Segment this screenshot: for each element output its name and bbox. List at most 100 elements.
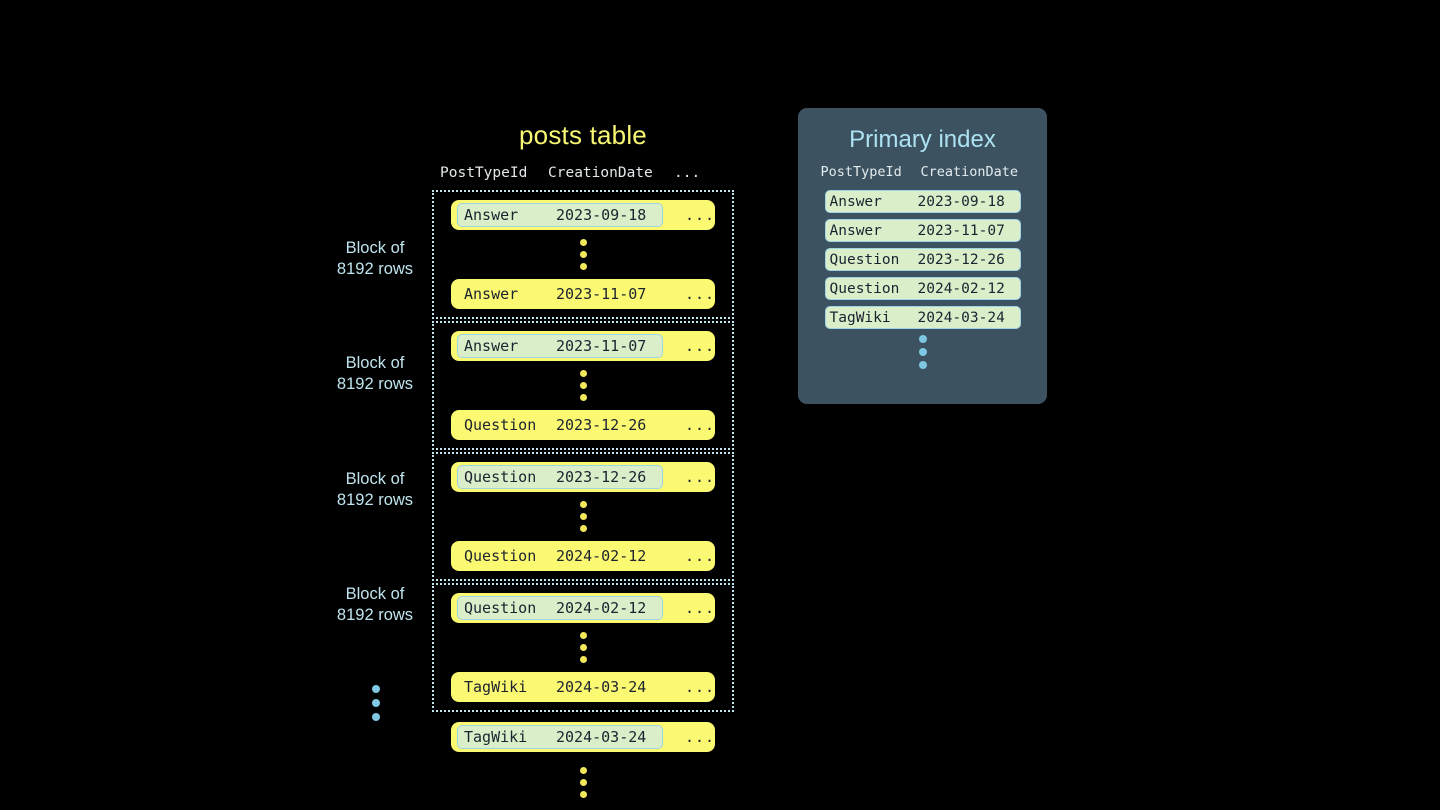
block-label-2-line2: 8192 rows (336, 491, 414, 509)
index-dot-1 (918, 335, 927, 343)
primary-index-header-row: PostTypeId CreationDate (798, 164, 1047, 180)
cell-posttypeid: Answer (464, 206, 519, 224)
cell-creationdate: 2023-11-07 (556, 337, 647, 355)
index-cell-creationdate: 2024-02-12 (917, 280, 1005, 297)
block-label-3-line1: Block of (345, 585, 405, 603)
index-dot-3 (918, 361, 927, 369)
cell-creationdate: 2024-02-12 (556, 547, 647, 565)
cell-more: ... (685, 416, 716, 434)
cell-posttypeid: Question (464, 599, 537, 617)
cell-more: ... (685, 285, 716, 303)
cell-posttypeid: Question (464, 468, 537, 486)
index-cell-creationdate: 2023-09-18 (917, 193, 1005, 210)
left-dot-1 (372, 685, 380, 693)
cell-more: ... (685, 728, 716, 746)
table-row: Answer 2023-11-07 ... (451, 331, 715, 361)
index-cell-posttypeid: Question (829, 251, 900, 268)
index-row: Question 2023-12-26 (824, 248, 1021, 271)
cell-creationdate: 2023-11-07 (556, 285, 647, 303)
block-label-0: Block of 8192 rows (300, 238, 450, 280)
primary-index-title: Primary index (849, 126, 996, 153)
left-vertical-ellipsis (348, 685, 404, 721)
table-row: Question 2023-12-26 ... (451, 462, 715, 492)
cell-posttypeid: TagWiki (464, 678, 528, 696)
cell-more: ... (685, 206, 716, 224)
posts-table-header-row: PostTypeId CreationDate ... (432, 162, 734, 184)
cell-posttypeid: Answer (464, 337, 519, 355)
table-row: TagWiki 2024-03-24 ... (451, 722, 715, 752)
block-0-row-ellipsis (434, 230, 732, 279)
primary-index-panel: Primary index PostTypeId CreationDate An… (798, 108, 1047, 404)
block-label-3-line2: 8192 rows (336, 606, 414, 624)
cell-creationdate: 2023-09-18 (556, 206, 647, 224)
index-row: Question 2024-02-12 (824, 277, 1021, 300)
row-key-cells: TagWiki 2024-03-24 (457, 725, 663, 749)
cell-more: ... (685, 599, 716, 617)
table-row: Question 2024-02-12 ... (451, 541, 715, 571)
block-3-row-ellipsis (434, 623, 732, 672)
index-header-creationdate: CreationDate (920, 164, 1019, 180)
row-key-cells: Answer 2023-09-18 (457, 203, 663, 227)
index-row: Answer 2023-09-18 (824, 190, 1021, 213)
index-row: Answer 2023-11-07 (824, 219, 1021, 242)
block-label-2: Block of 8192 rows (300, 469, 450, 511)
cell-posttypeid: Answer (464, 285, 519, 303)
table-row: Question 2024-02-12 ... (451, 593, 715, 623)
posts-table-title: posts table (519, 120, 647, 150)
index-dot-2 (918, 348, 927, 356)
block-label-1: Block of 8192 rows (300, 353, 450, 395)
block-1-row-ellipsis (434, 361, 732, 410)
block-label-2-line1: Block of (345, 470, 405, 488)
posts-table-bottom-ellipsis (432, 758, 734, 807)
index-header-posttypeid: PostTypeId (820, 164, 902, 180)
trailing-table-row-wrap: TagWiki 2024-03-24 ... (432, 722, 734, 752)
cell-posttypeid: Question (464, 547, 537, 565)
cell-creationdate: 2024-03-24 (556, 728, 647, 746)
table-block-1: Answer 2023-11-07 ... Question 2023-12-2… (432, 321, 734, 450)
table-block-2: Question 2023-12-26 ... Question 2024-02… (432, 452, 734, 581)
table-row: Answer 2023-11-07 ... (451, 279, 715, 309)
table-row: Answer 2023-09-18 ... (451, 200, 715, 230)
block-2-row-ellipsis (434, 492, 732, 541)
posts-table-section: posts table PostTypeId CreationDate ... … (432, 118, 734, 807)
primary-index-ellipsis (798, 335, 1047, 369)
posts-header-posttypeid: PostTypeId (440, 165, 528, 181)
posts-header-more: ... (674, 165, 701, 181)
row-key-cells: Answer 2023-11-07 (457, 334, 663, 358)
row-key-cells: Question 2023-12-26 (457, 413, 663, 437)
index-cell-posttypeid: TagWiki (829, 309, 891, 326)
index-cell-creationdate: 2023-11-07 (917, 222, 1005, 239)
index-cell-creationdate: 2023-12-26 (917, 251, 1005, 268)
index-cell-posttypeid: Answer (829, 193, 882, 210)
cell-more: ... (685, 547, 716, 565)
cell-more: ... (685, 337, 716, 355)
left-dot-2 (372, 699, 380, 707)
row-key-cells: Question 2024-02-12 (457, 544, 663, 568)
index-row: TagWiki 2024-03-24 (824, 306, 1021, 329)
table-block-0: Answer 2023-09-18 ... Answer 2023-11-07 … (432, 190, 734, 319)
row-key-cells: Question 2023-12-26 (457, 465, 663, 489)
table-block-3: Question 2024-02-12 ... TagWiki 2024-03-… (432, 583, 734, 712)
cell-posttypeid: TagWiki (464, 728, 528, 746)
row-key-cells: Question 2024-02-12 (457, 596, 663, 620)
left-dot-3 (372, 713, 380, 721)
cell-creationdate: 2024-02-12 (556, 599, 647, 617)
row-key-cells: TagWiki 2024-03-24 (457, 675, 663, 699)
block-label-1-line1: Block of (345, 354, 405, 372)
cell-creationdate: 2023-12-26 (556, 416, 647, 434)
cell-posttypeid: Question (464, 416, 537, 434)
table-row: TagWiki 2024-03-24 ... (451, 672, 715, 702)
index-cell-posttypeid: Answer (829, 222, 882, 239)
cell-more: ... (685, 468, 716, 486)
cell-more: ... (685, 678, 716, 696)
index-cell-posttypeid: Question (829, 280, 900, 297)
block-label-1-line2: 8192 rows (336, 375, 414, 393)
posts-header-creationdate: CreationDate (548, 165, 653, 181)
row-key-cells: Answer 2023-11-07 (457, 282, 663, 306)
block-label-3: Block of 8192 rows (300, 584, 450, 626)
cell-creationdate: 2024-03-24 (556, 678, 647, 696)
block-label-0-line1: Block of (345, 239, 405, 257)
block-label-0-line2: 8192 rows (336, 260, 414, 278)
index-cell-creationdate: 2024-03-24 (917, 309, 1005, 326)
table-row: Question 2023-12-26 ... (451, 410, 715, 440)
